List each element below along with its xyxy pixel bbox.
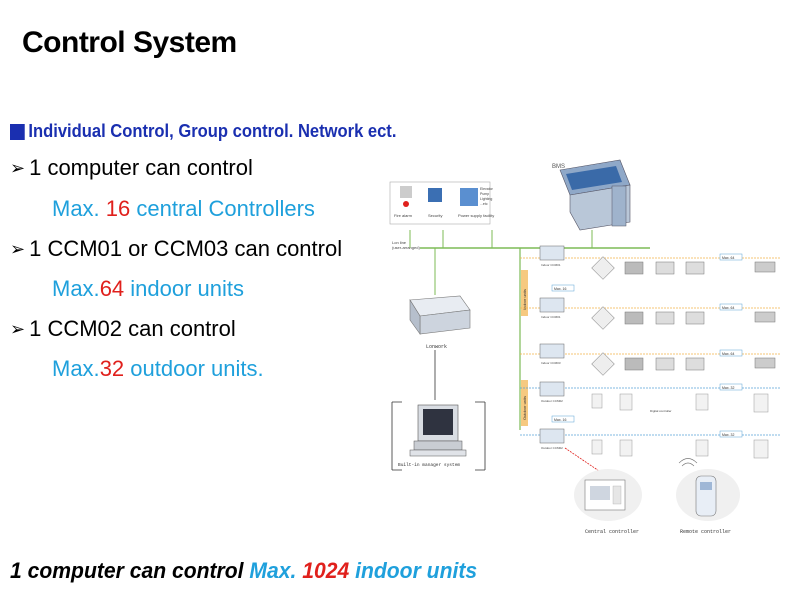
bullet-item: ➢ 1 computer can control [10,155,253,181]
security-label: Security [428,213,442,218]
section-heading-text: Individual Control, Group control. Netwo… [28,121,397,141]
arrow-bullet-icon: ➢ [10,318,26,339]
computer-icon [391,401,486,471]
central-controller-label: Central controller [585,529,639,535]
max-label: Max. 32 [722,433,735,437]
lonwork-gateway-icon [409,295,471,335]
page-title: Control System [22,26,237,59]
max-label: Max. 64 [722,256,735,260]
footer-number: 1024 [302,558,350,583]
bullet-text: 1 CCM01 or CCM03 can control [29,236,343,261]
max-label: Max. 16 [554,287,567,291]
indoor-side-bar [521,270,528,316]
bullet-item: ➢ 1 CCM02 can control [10,316,236,342]
facility-icons: Fire alarm Security Power supply facilit… [389,181,494,225]
system-label: Built-in manager system [398,462,460,468]
bullet-text: 1 CCM02 can control [29,316,236,341]
ccm-label: Indoor CCM03 [541,361,561,365]
central-controller-icon [574,469,642,521]
ccm-label: Indoor CCM01 [541,263,561,267]
remote-controller-label: Remote controller [680,529,731,535]
digital-controller-label: Digital controller [650,409,672,413]
arrow-bullet-icon: ➢ [10,238,26,259]
square-bullet-icon [10,123,25,140]
sub-number: 16 [105,196,131,221]
bullet-item: ➢ 1 CCM01 or CCM03 can control [10,236,342,262]
bms-console-icon: BMS [552,159,631,231]
facility-text: Elevator [480,187,494,191]
lon-line-label: Lon line [392,240,407,245]
sub-suffix: outdoor units. [124,356,264,381]
facility-text: Pump [480,192,489,196]
outdoor-row: Outdoor CCM02 Max. 32 Digital controller… [520,381,780,423]
ccm-label: Indoor CCM01 [541,315,561,319]
lon-line-label: (user-arranged) [392,245,420,250]
facility-text: ...etc [480,202,488,206]
arrow-bullet-icon: ➢ [10,157,26,178]
max-label: Max. 32 [722,386,735,390]
network-diagram: BMS Fire alarm Security Power supply fac… [389,159,780,535]
section-heading: Individual Control, Group control. Netwo… [10,121,396,142]
side-label: Indoor units [522,289,527,310]
remote-controller-icon [676,458,740,521]
indoor-row: Indoor CCM01 Max. 64 Max. 16 [520,245,780,292]
indoor-row: Indoor CCM03 Max. 64 [520,343,780,376]
footer-suffix: indoor units [349,558,478,583]
footer-max: Max. [249,558,303,583]
ccm-label: Outdoor CCM02 [541,399,563,403]
sub-number: 32 [99,356,125,381]
power-supply-label: Power supply facility [458,213,494,218]
outdoor-row: Outdoor CCM02 Max. 32 [520,428,780,459]
bullet-subtext: Max.64 indoor units [52,276,244,302]
indoor-row: Indoor CCM01 Max. 64 [520,297,780,330]
sub-number: 64 [99,276,125,301]
max-label: Max. 64 [722,306,735,310]
fire-alarm-label: Fire alarm [394,213,413,218]
max-label: Max. 16 [554,418,567,422]
max-label: Max. 64 [722,352,735,356]
footer-note: 1 computer can control Max. 1024 indoor … [10,558,477,584]
side-label: Outdoor units [522,396,527,420]
bms-label: BMS [552,164,565,170]
ccm-label: Outdoor CCM02 [541,446,563,450]
facility-text: Lighting [480,197,492,201]
sub-prefix: Max. [52,276,100,301]
lonwork-label: Lonwork [426,344,447,350]
outdoor-side-bar [521,380,528,426]
bullet-subtext: Max. 16 central Controllers [52,196,315,222]
footer-prefix: 1 computer can control [10,558,250,583]
sub-prefix: Max. [52,356,100,381]
sub-prefix: Max. [52,196,106,221]
bullet-text: 1 computer can control [29,155,253,180]
sub-suffix: indoor units [124,276,245,301]
bullet-subtext: Max.32 outdoor units. [52,356,264,382]
sub-suffix: central Controllers [130,196,315,221]
